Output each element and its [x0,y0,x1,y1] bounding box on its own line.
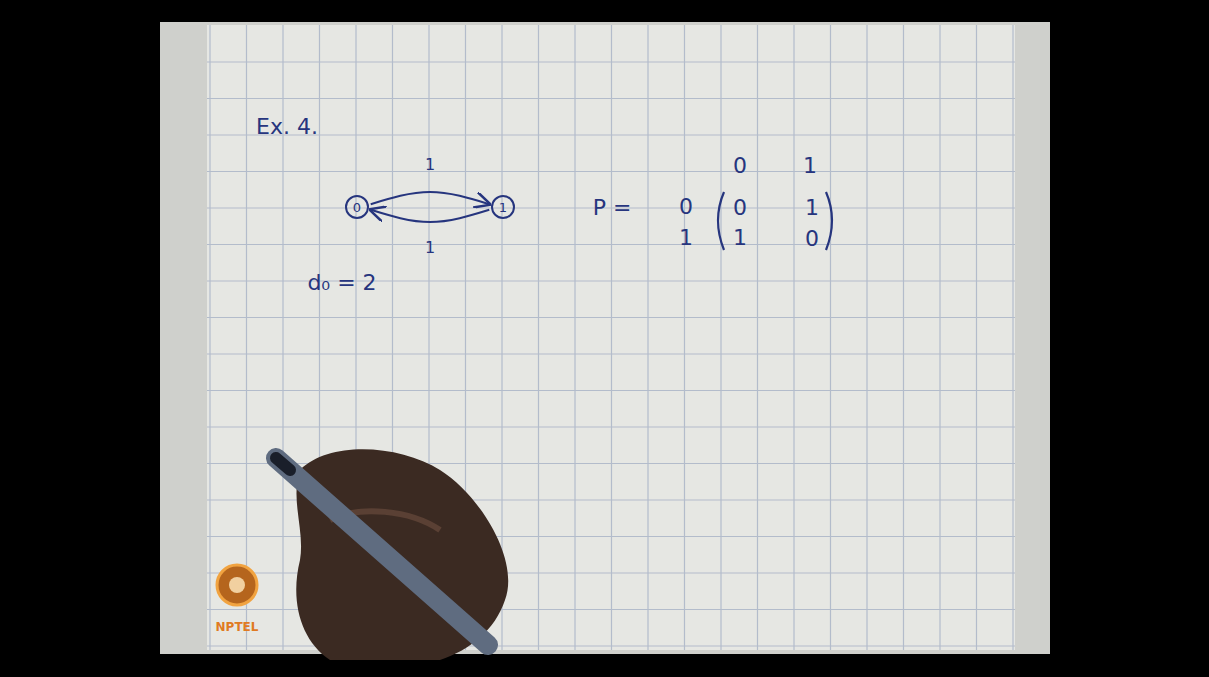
grid-line [207,61,1015,62]
grid-line [939,25,940,650]
period-note: d₀ = 2 [307,271,376,295]
grid-line [684,25,685,650]
grid-line [207,244,1015,245]
grid-line [757,25,758,650]
grid-line [574,25,575,650]
logo-text: NPTEL [216,621,259,634]
matrix-name: P = [593,196,632,220]
logo-center [229,577,245,593]
state-circle: 0 [345,195,369,219]
circle-outline [346,196,368,218]
grid-line [976,25,977,650]
grid-line [209,25,210,650]
transition-arrow [371,210,490,222]
example-title: Ex. 4. [256,115,318,139]
grid-line [207,426,1015,427]
state-number: 0 [345,201,369,214]
row-header: 0 [679,195,693,219]
pen [276,458,488,645]
state-number: 1 [491,201,515,214]
pen-tip [276,458,290,470]
grid-line [647,25,648,650]
grid-line [611,25,612,650]
matrix-cell: 0 [805,227,819,251]
grid-line [246,25,247,650]
transition-probability: 1 [425,240,435,256]
matrix-cell: 1 [733,226,747,250]
state-circle: 1 [491,195,515,219]
grid-line [207,134,1015,135]
grid-line [207,353,1015,354]
column-header: 1 [803,154,817,178]
grid-line [720,25,721,650]
row-header: 1 [679,226,693,250]
logo-emblem [217,565,257,605]
paper-margin [160,22,1050,654]
circle-outline [492,196,514,218]
matrix-bracket-left [718,192,724,250]
grid-line [207,171,1015,172]
transition-probability: 1 [425,157,435,173]
grid-line [538,25,539,650]
matrix-bracket-right [826,192,832,250]
grid-line [1012,25,1013,650]
grid-line [207,317,1015,318]
matrix-cell: 1 [805,196,819,220]
grid-line [903,25,904,650]
grid-line [793,25,794,650]
matrix-cell: 0 [733,196,747,220]
grid-line [866,25,867,650]
grid-line [207,98,1015,99]
grid-line [830,25,831,650]
column-header: 0 [733,154,747,178]
grid-line [207,390,1015,391]
transition-arrow [371,192,490,204]
